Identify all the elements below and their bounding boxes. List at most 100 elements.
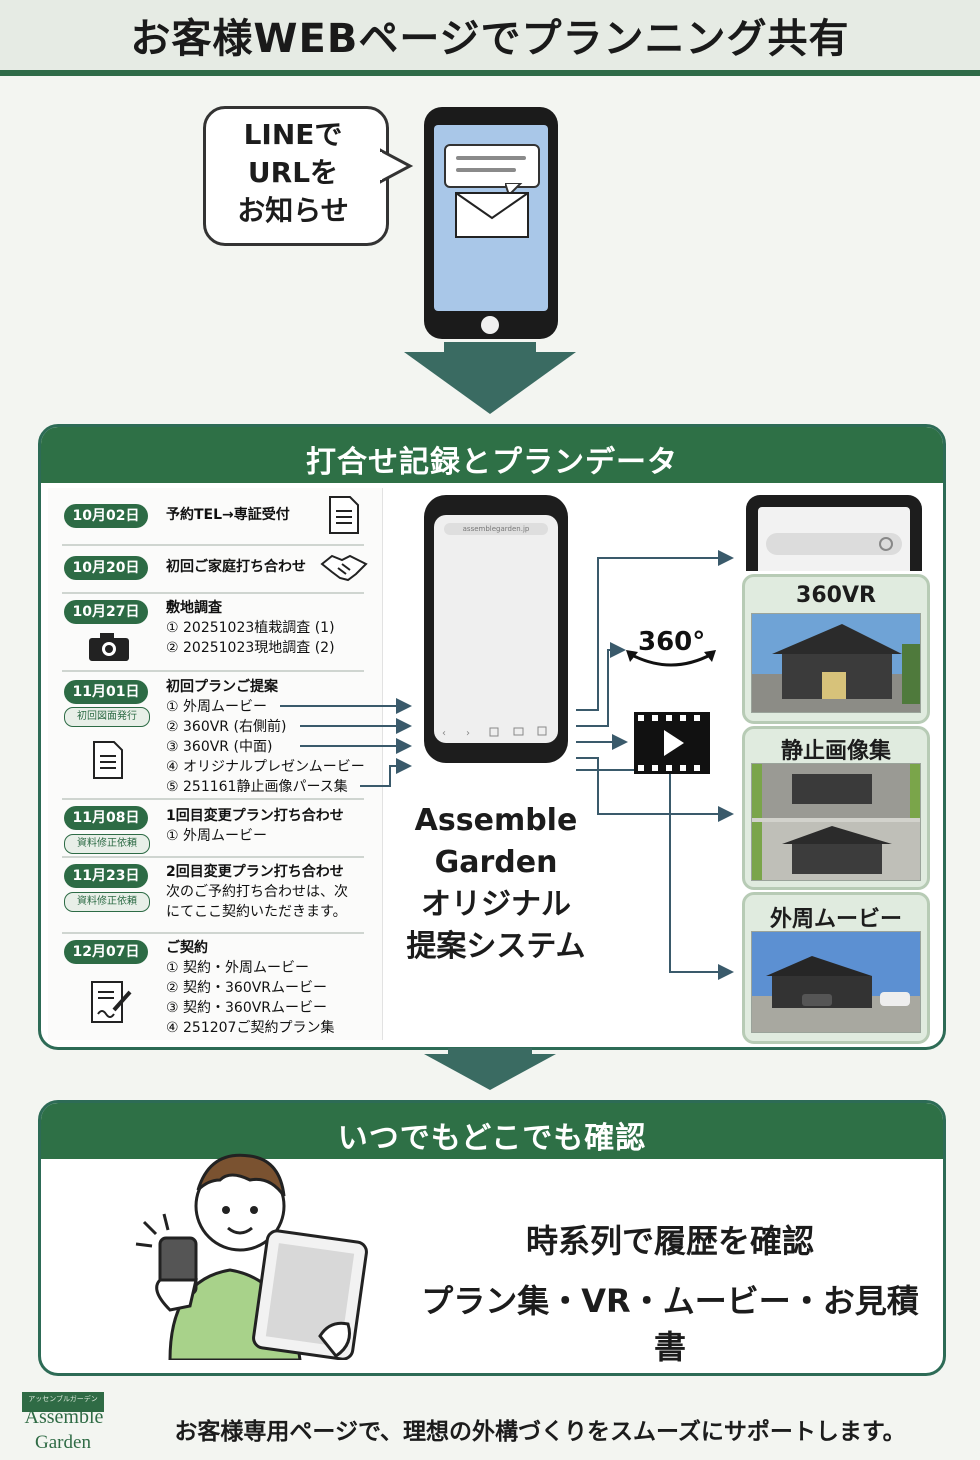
chat-bubble-icon [444, 144, 540, 188]
timeline-date: 11月01日 [64, 680, 148, 704]
person-with-devices-illustration [135, 1153, 368, 1360]
exterior-photo-image [751, 931, 921, 1033]
timeline-entry: 初回プランご提案 ① 外周ムービー ② 360VR (右側前) ③ 360VR … [166, 677, 365, 797]
footer-message: お客様専用ページで、理想の外構づくりをスムーズにサポートします。 [174, 1419, 906, 1445]
logo-banner [22, 1392, 104, 1412]
down-arrow-icon [424, 1054, 556, 1090]
timeline-sub-badge: 初回図面発行 [64, 707, 150, 727]
360-label: 360° [638, 627, 705, 657]
bubble-line: LINEで [243, 118, 343, 151]
system-line: Assemble [414, 803, 578, 838]
timeline-item: ④ オリジナルプレゼンムービー [166, 759, 365, 775]
bubble-text: LINEで URLを お知らせ [203, 116, 383, 230]
timeline-separator [62, 670, 364, 672]
timeline-arrows [280, 698, 412, 787]
tablet-mockup [746, 495, 922, 571]
speech-bubble-tail [380, 148, 414, 184]
card-label: 360VR [796, 583, 876, 608]
timeline-item: にてここ契約いただきます。 [166, 904, 347, 920]
timeline-item: ① 外周ムービー [166, 828, 268, 844]
timeline-separator [62, 856, 364, 858]
svg-text:‹: ‹ [442, 728, 446, 739]
timeline-sub-badge: 資料修正依頼 [64, 892, 150, 912]
logo-wordmark: Assemble [24, 1406, 104, 1428]
360-view-icon: 360° [626, 627, 716, 667]
render-gallery-image [751, 763, 921, 881]
speech-bubble [203, 106, 389, 246]
timeline-entry: ご契約 ① 契約・外周ムービー ② 契約・360VRムービー ③ 契約・360V… [166, 938, 334, 1038]
timeline-item: ④ 251207ご契約プラン集 [166, 1020, 335, 1036]
timeline-date: 10月02日 [64, 504, 148, 528]
timeline-item: ② 20251023現地調査 (2) [166, 640, 335, 656]
handshake-icon [320, 554, 368, 582]
timeline-title: 予約TEL→専証受付 [166, 507, 290, 523]
house-photo-image [751, 613, 921, 713]
timeline-date: 11月08日 [64, 806, 148, 830]
logo-tagline: アッセンブルガーデン [28, 1395, 98, 1403]
phone-url-bar: assemblegarden.jp [444, 523, 548, 535]
bubble-line: URLを [247, 156, 339, 189]
timeline-title: ご契約 [166, 940, 208, 956]
timeline-title: 2回目変更プラン打ち合わせ [166, 864, 344, 880]
phone-screen [434, 515, 558, 743]
timeline-separator [62, 932, 364, 934]
timeline-separator [62, 544, 364, 546]
card-still-images: 静止画像集 [742, 726, 930, 890]
header-bar [0, 0, 980, 76]
timeline-separator [62, 592, 364, 594]
timeline-title: 敷地調査 [166, 600, 222, 616]
panel-title: いつでもどこでも確認 [337, 1121, 647, 1156]
panel-title: 打合せ記録とプランデータ [306, 445, 678, 480]
timeline-date: 12月07日 [64, 940, 148, 964]
timeline-item: ① 契約・外周ムービー [166, 960, 310, 976]
bubble-line: お知らせ [237, 194, 349, 227]
video-play-icon [634, 712, 710, 774]
connector-arrows [576, 550, 734, 980]
history-text: 時系列で履歴を確認 [525, 1222, 814, 1260]
system-line: オリジナル [421, 887, 571, 922]
card-label: 静止画像集 [780, 739, 891, 764]
timeline-title: 初回ご家庭打ち合わせ [166, 559, 306, 575]
system-line: Garden [434, 845, 558, 880]
logo-wordmark: Garden [35, 1432, 91, 1453]
panel-header: 打合せ記録とプランデータ [41, 427, 943, 483]
timeline-sub-badge: 資料修正依頼 [64, 834, 150, 854]
panel-header: いつでもどこでも確認 [41, 1103, 943, 1159]
anytime-panel: いつでもどこでも確認 [38, 1100, 946, 1376]
timeline-item: 次のご予約打ち合わせは、次 [166, 884, 348, 900]
timeline-item: ② 契約・360VRムービー [166, 980, 328, 996]
down-arrow-icon [404, 352, 576, 414]
timeline-title: 1回目変更プラン打ち合わせ [166, 808, 344, 824]
timeline-item: ⑤ 251161静止画像パース集 [166, 779, 348, 795]
page-title: お客様WEBページでプランニング共有 [130, 16, 850, 62]
arrow-stem [448, 1048, 532, 1056]
timeline-item: ① 20251023植栽調査 (1) [166, 620, 335, 636]
envelope-icon [455, 192, 529, 238]
system-name: Assemble Garden オリジナル 提案システム [390, 800, 602, 968]
timeline-item: ② 360VR (右側前) [166, 719, 287, 735]
timeline-item: ③ 契約・360VRムービー [166, 1000, 328, 1016]
timeline-date: 11月23日 [64, 864, 148, 888]
contract-sign-icon [91, 981, 132, 1023]
document-icon [93, 741, 123, 779]
camera-icon [89, 633, 129, 661]
home-button-icon [481, 316, 499, 334]
arrow-stem [444, 342, 536, 354]
system-line: 提案システム [406, 929, 586, 964]
timeline-item: ① 外周ムービー [166, 699, 268, 715]
timeline-entry: 2回目変更プラン打ち合わせ 次のご予約打ち合わせは、次 にてここ契約いただきます… [166, 862, 348, 922]
svg-text:›: › [466, 728, 470, 739]
content-types-text: プラン集・VR・ムービー・お見積書 [421, 1282, 919, 1366]
browser-toolbar-icons: ‹ › [442, 726, 547, 739]
document-icon [329, 496, 359, 534]
timeline-title: 初回プランご提案 [166, 679, 278, 695]
timeline-entry: 敷地調査 ① 20251023植栽調査 (1) ② 20251023現地調査 (… [166, 598, 335, 658]
timeline-date: 10月27日 [64, 600, 148, 624]
timeline-separator [62, 798, 364, 800]
card-label: 外周ムービー [769, 907, 902, 932]
timeline-item: ③ 360VR (中面) [166, 739, 273, 755]
card-exterior-movie: 外周ムービー [742, 892, 930, 1044]
card-360vr: 360VR [742, 574, 930, 724]
timeline-entry: 1回目変更プラン打ち合わせ ① 外周ムービー [166, 806, 344, 846]
timeline-date: 10月20日 [64, 556, 148, 580]
